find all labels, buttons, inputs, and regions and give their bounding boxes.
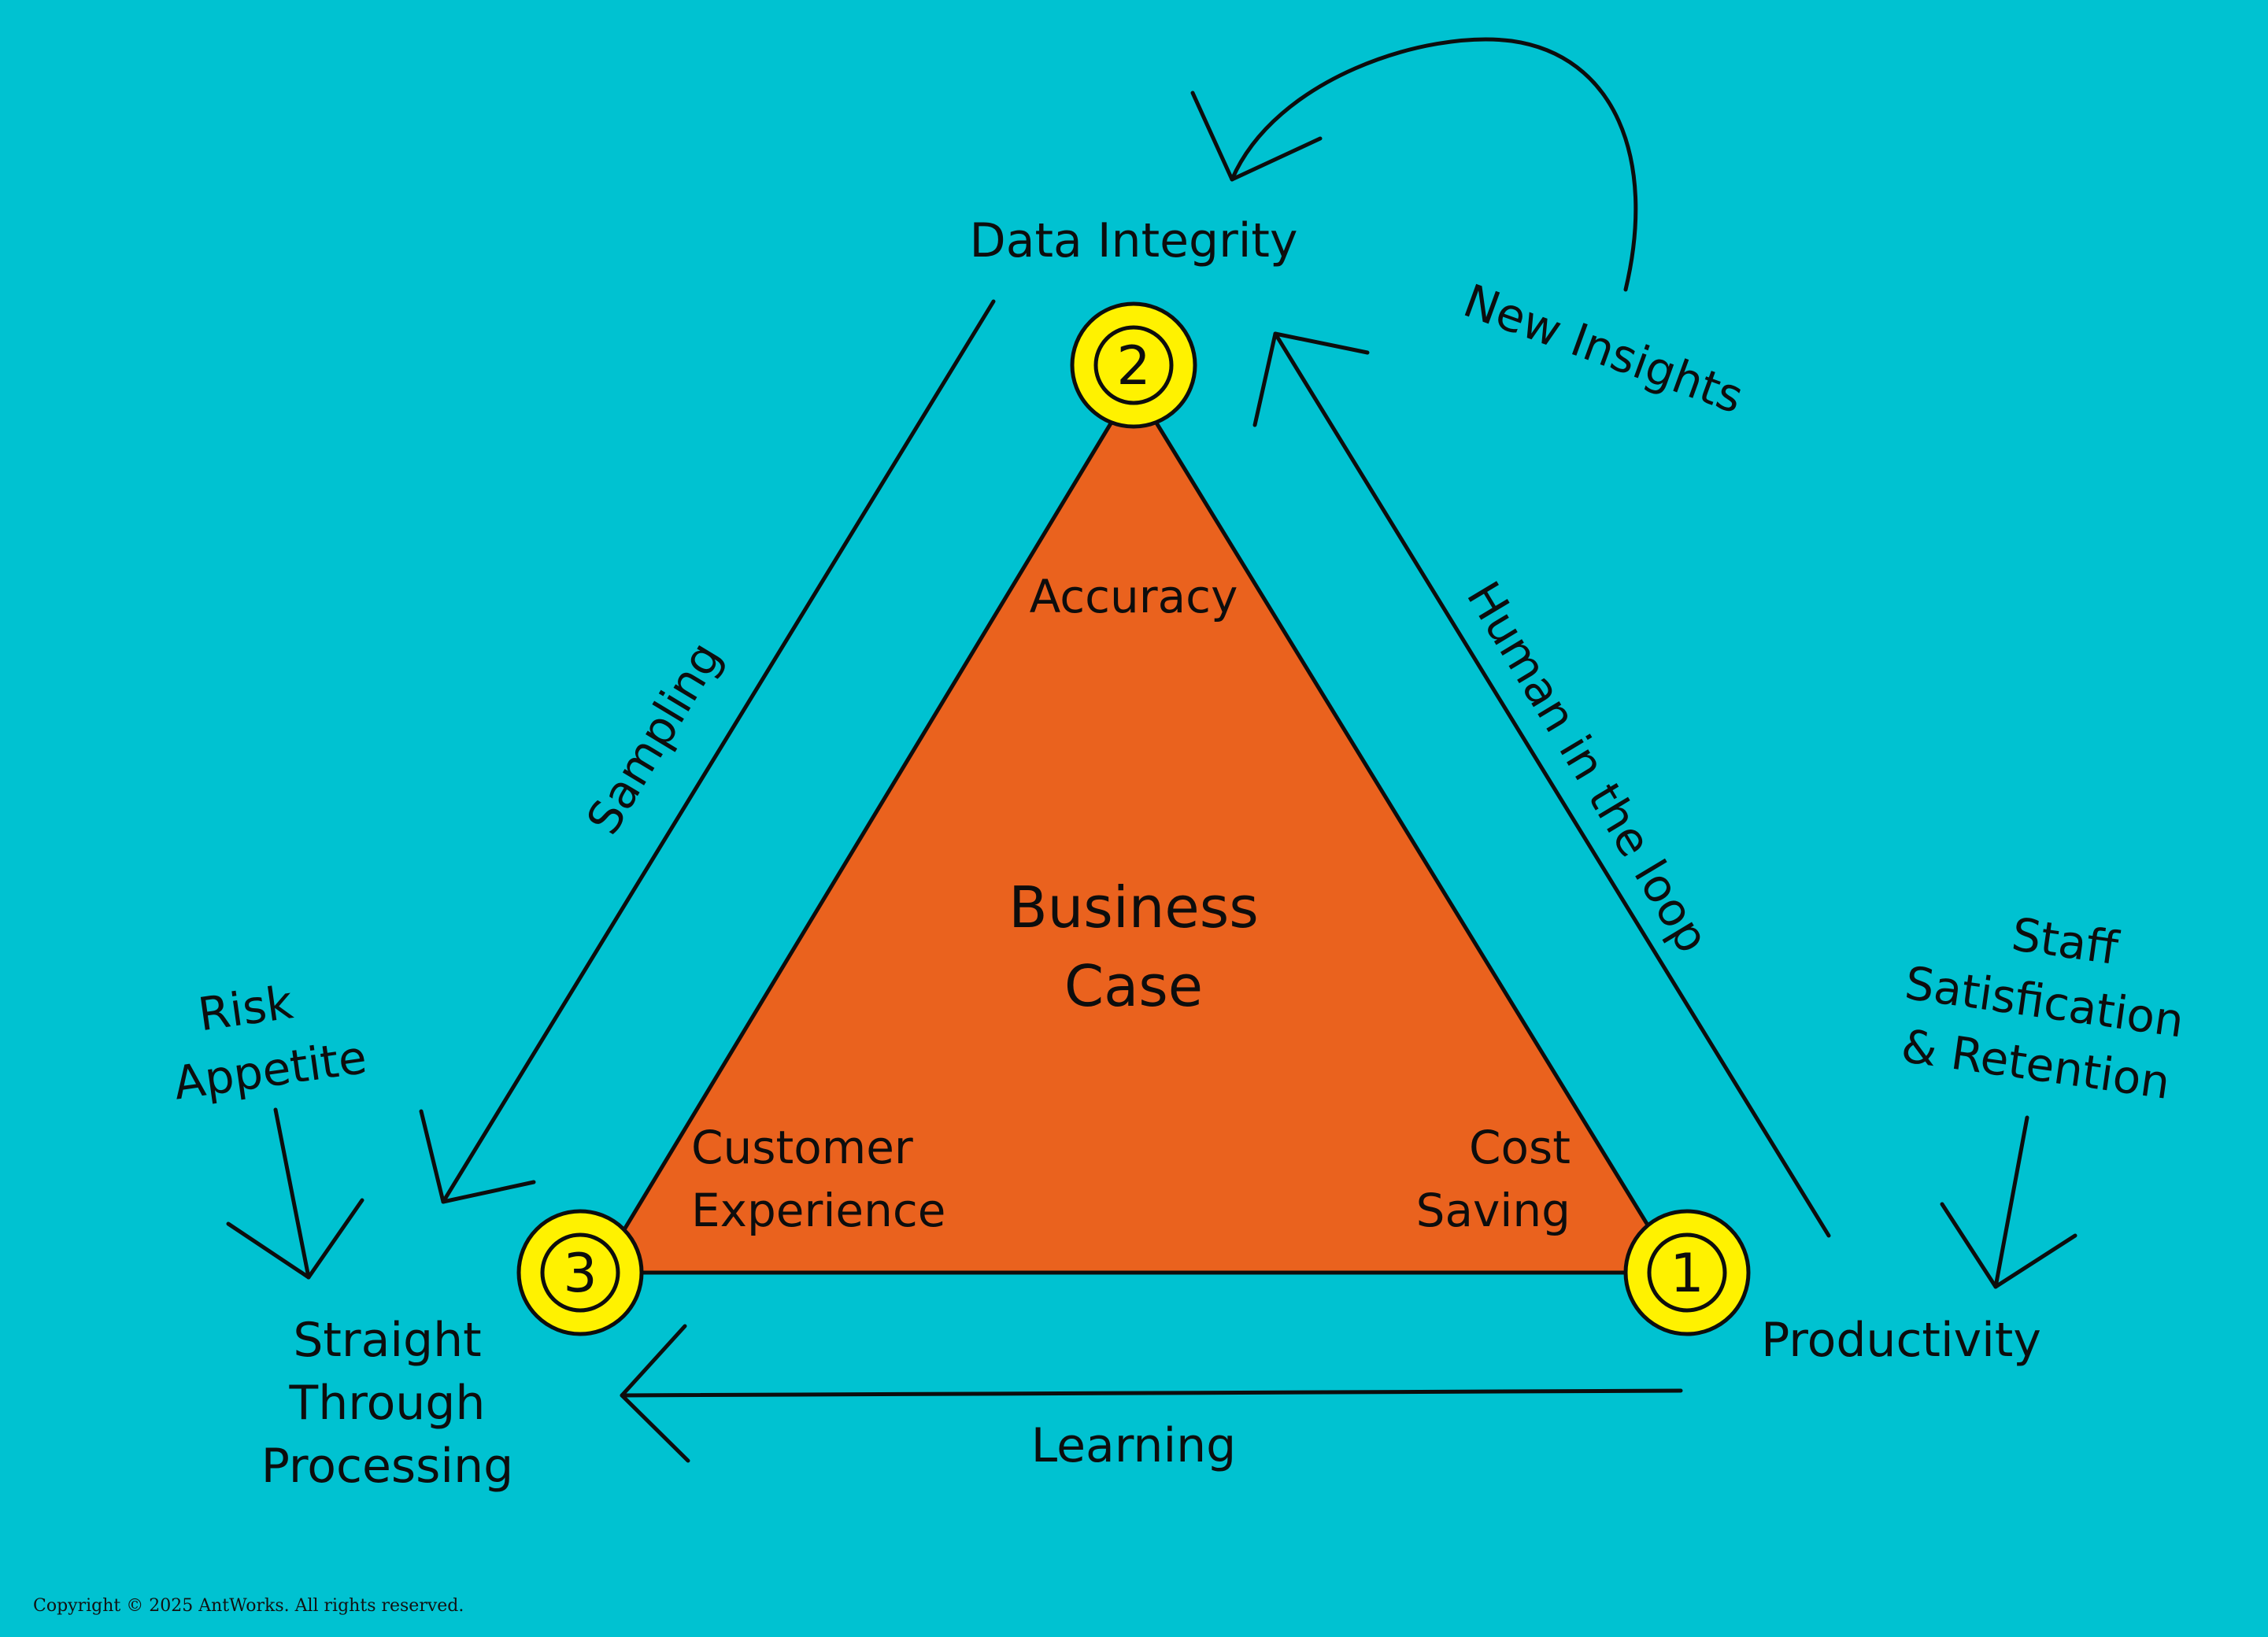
straight-through-line-3: Processing xyxy=(261,1439,513,1494)
svg-text:Appetite: Appetite xyxy=(170,1030,369,1110)
customer-experience-line-1: Customer xyxy=(691,1121,913,1174)
staff-retention-label: Staff Satisfication & Retention xyxy=(1898,907,2187,1110)
data-integrity-label: Data Integrity xyxy=(970,213,1298,268)
customer-experience-line-2: Experience xyxy=(691,1184,945,1237)
node-1: 1 xyxy=(1623,1209,1751,1336)
accuracy-label: Accuracy xyxy=(1030,570,1238,623)
center-line-2: Case xyxy=(1064,953,1203,1019)
sampling-arrow xyxy=(419,299,996,1204)
node-2: 2 xyxy=(1070,301,1197,429)
productivity-label: Productivity xyxy=(1761,1313,2041,1368)
staff-retention-arrow xyxy=(1940,1115,2077,1289)
node-3: 3 xyxy=(516,1209,644,1336)
learning-label: Learning xyxy=(1031,1418,1236,1473)
risk-appetite-arrow xyxy=(226,1107,364,1280)
new-insights-arrow xyxy=(1190,37,1638,292)
risk-appetite-label: Risk Appetite xyxy=(170,975,369,1110)
sampling-label: Sampling xyxy=(576,633,732,844)
node-2-number: 2 xyxy=(1116,335,1150,397)
straight-through-line-2: Through xyxy=(289,1376,486,1431)
cost-saving-line-1: Cost xyxy=(1469,1121,1571,1174)
center-line-1: Business xyxy=(1008,874,1259,940)
svg-text:Risk: Risk xyxy=(195,975,297,1041)
svg-text:Staff: Staff xyxy=(2008,907,2122,975)
node-3-number: 3 xyxy=(563,1243,597,1305)
node-1-number: 1 xyxy=(1670,1243,1704,1305)
human-in-loop-arrow xyxy=(1252,331,1831,1238)
business-case-triangle xyxy=(596,383,1679,1275)
copyright-text: Copyright © 2025 AntWorks. All rights re… xyxy=(33,1596,464,1616)
new-insights-label: New Insights xyxy=(1457,274,1751,424)
human-in-loop-label: Human in the loop xyxy=(1456,572,1720,962)
cost-saving-line-2: Saving xyxy=(1416,1184,1571,1237)
straight-through-line-1: Straight xyxy=(293,1313,481,1368)
learning-arrow xyxy=(620,1324,1683,1463)
